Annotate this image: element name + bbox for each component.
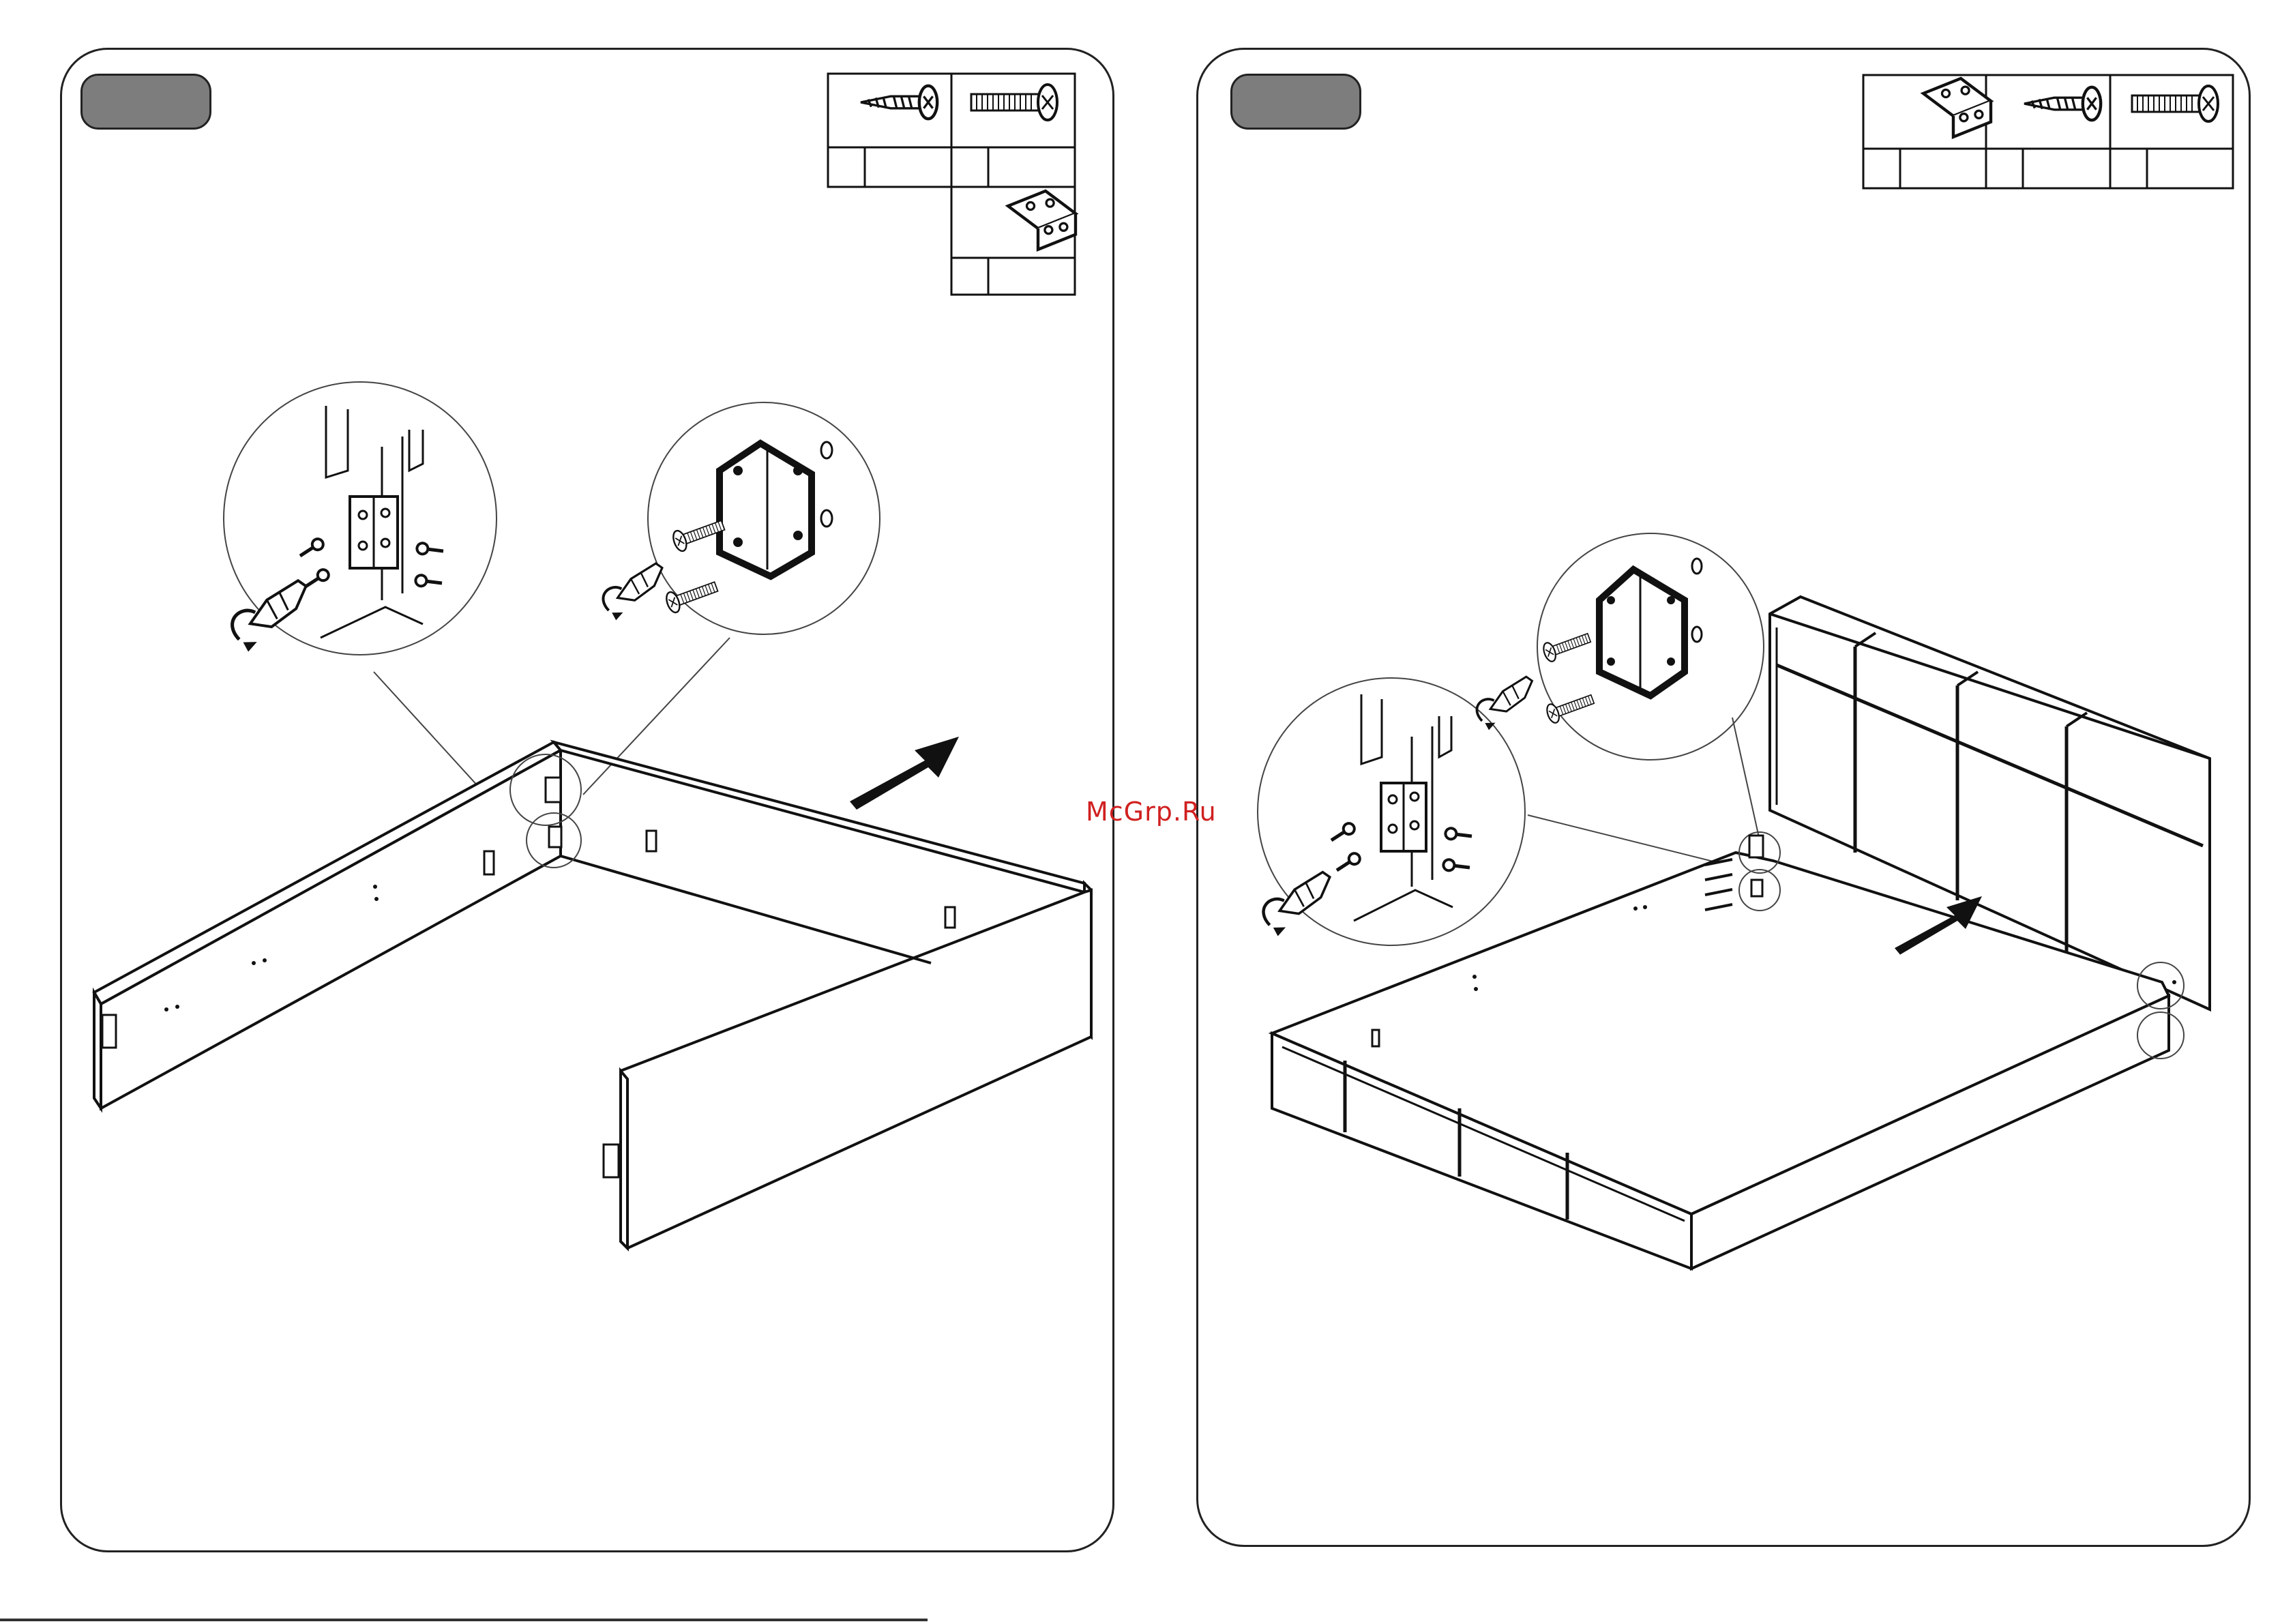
- watermark-text: McGrp.Ru: [1086, 797, 1217, 827]
- parts-table-right: [1863, 75, 2233, 188]
- footer-divider: [0, 1619, 928, 1621]
- push-direction-arrow-icon: [850, 737, 959, 810]
- parts-table-left: [828, 74, 1076, 295]
